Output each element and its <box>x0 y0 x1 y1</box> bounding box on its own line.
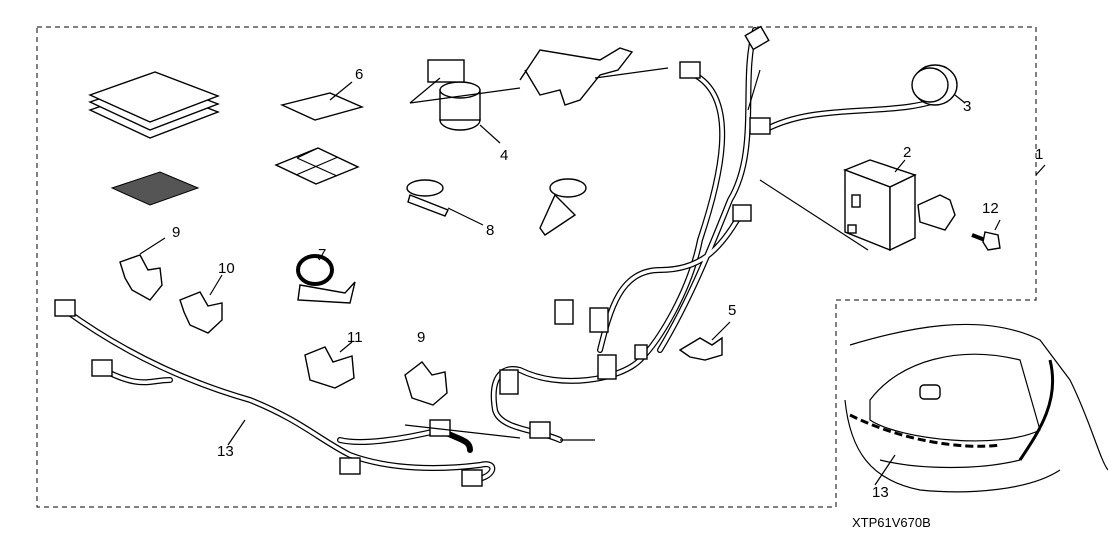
callout-6: 6 <box>355 66 364 83</box>
callout-1: 1 <box>1035 146 1044 163</box>
control-unit <box>843 159 917 252</box>
callout-12: 12 <box>982 200 999 217</box>
bolt <box>971 219 1001 251</box>
clip-10 <box>179 274 223 334</box>
unit-bracket <box>917 194 956 231</box>
cable-tie <box>406 178 587 236</box>
clip-9b <box>404 361 448 406</box>
callout-10: 10 <box>218 260 235 277</box>
sensor-harness <box>54 299 496 487</box>
callout-11: 11 <box>347 329 363 346</box>
callout-7: 7 <box>318 246 327 263</box>
instruction-manual <box>88 71 220 139</box>
callout-3: 3 <box>963 98 972 115</box>
sensor-holder <box>519 47 634 106</box>
buzzer <box>911 64 966 106</box>
parking-sensor <box>409 59 521 144</box>
callout-13-inset: 13 <box>872 484 889 501</box>
sticker-pad <box>274 81 365 185</box>
harness-clamp <box>296 254 356 304</box>
callout-8: 8 <box>486 222 495 239</box>
clip-9 <box>119 254 163 301</box>
leader-1 <box>1035 164 1046 176</box>
callout-13: 13 <box>217 443 234 460</box>
kit-boundary <box>36 26 1037 508</box>
callout-9b: 9 <box>417 329 426 346</box>
template-sheet <box>110 171 200 206</box>
vehicle-rear-inset <box>844 323 1108 493</box>
clip-11 <box>304 341 355 389</box>
callout-9: 9 <box>172 224 181 241</box>
callout-5: 5 <box>728 302 737 319</box>
callout-4: 4 <box>500 147 509 164</box>
callout-2: 2 <box>903 144 912 161</box>
diagram-code: XTP61V670B <box>852 515 931 530</box>
fuse <box>678 336 723 361</box>
